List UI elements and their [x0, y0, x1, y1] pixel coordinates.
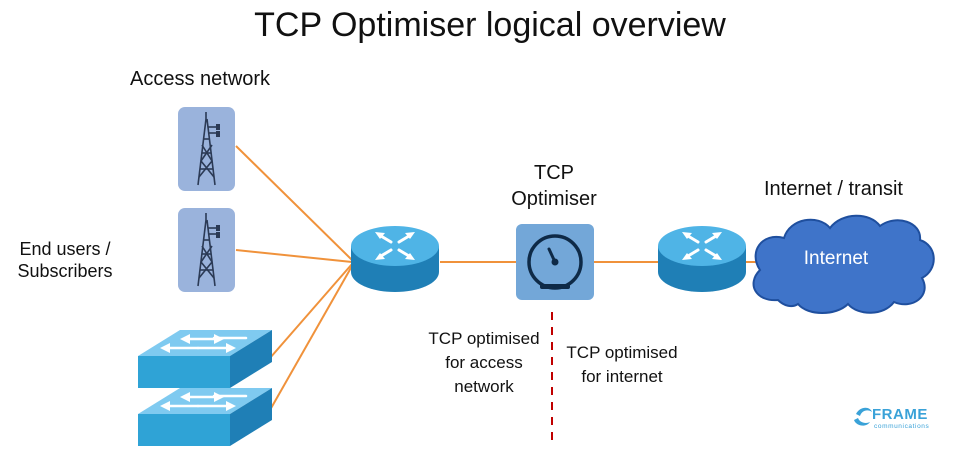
router-icon: [658, 226, 746, 292]
tcp-access-side-label: TCP optimised for access network: [428, 329, 540, 396]
cell-tower-icon: [178, 208, 235, 292]
cell-tower-icon: [178, 107, 235, 191]
internet-cloud-icon: [752, 214, 935, 314]
access-network-label: Access network: [130, 68, 271, 90]
switch-icon: [138, 388, 272, 446]
diagram-title: TCP Optimiser logical overview: [254, 6, 726, 44]
network-links: [235, 145, 770, 411]
tcp-optimiser-icon: [516, 224, 594, 300]
frame-logo: FRAME communications: [852, 402, 952, 432]
router-icon: [351, 226, 439, 292]
tcp-optimiser-label: TCP Optimiser: [511, 162, 597, 210]
link-tower2-router: [235, 249, 353, 263]
internet-cloud-label: Internet: [803, 248, 869, 269]
switch-icon: [138, 330, 272, 388]
frame-logo-mark-icon: [854, 407, 872, 426]
link-tower1-router: [235, 145, 353, 261]
frame-logo-tagline: communications: [874, 423, 930, 430]
link-switch2-router: [269, 265, 353, 411]
end-users-label: End users / Subscribers: [17, 239, 113, 281]
internet-transit-label: Internet / transit: [764, 178, 903, 200]
frame-logo-name: FRAME: [872, 406, 928, 423]
link-switch1-router: [269, 263, 353, 359]
tcp-internet-side-label: TCP optimised for internet: [566, 343, 678, 386]
